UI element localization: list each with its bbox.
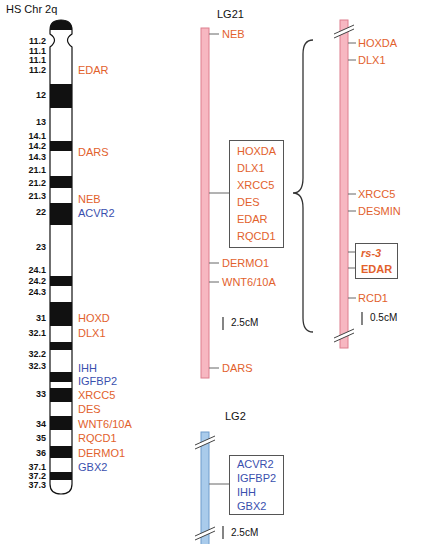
break-mark bbox=[334, 25, 354, 38]
gene-label: ACVR2 bbox=[237, 457, 276, 471]
band-number: 24.2 bbox=[28, 277, 46, 286]
break-mark bbox=[195, 440, 215, 449]
gene-label: IGFBP2 bbox=[78, 376, 117, 387]
gene-label: EDAR bbox=[237, 211, 276, 228]
gene-label: DLX1 bbox=[78, 328, 106, 339]
band-number: 21.1 bbox=[28, 166, 46, 175]
band-number: 14.2 bbox=[28, 142, 46, 151]
gene-label: DES bbox=[78, 404, 101, 415]
gene-label: WNT6/10A bbox=[78, 419, 132, 430]
break-mark bbox=[334, 329, 354, 342]
gene-label: WNT6/10A bbox=[222, 277, 276, 288]
scale-label: 2.5cM bbox=[231, 528, 258, 538]
break-mark bbox=[334, 25, 354, 34]
band-number: 36 bbox=[36, 449, 46, 458]
gene-label: ACVR2 bbox=[78, 208, 115, 219]
scale-bar bbox=[222, 526, 223, 539]
linkage-bar bbox=[201, 432, 209, 544]
band-number: 11.1 bbox=[29, 56, 46, 65]
linkage-group-label: LG21 bbox=[217, 9, 244, 20]
gene-label: NEB bbox=[78, 194, 101, 205]
break-mark bbox=[195, 527, 215, 540]
chromosome-bands bbox=[48, 18, 74, 498]
break-mark bbox=[334, 329, 354, 338]
band-number: 32.1 bbox=[28, 329, 46, 338]
break-mark bbox=[195, 531, 215, 540]
gene-group-box: rs-3EDAR bbox=[355, 243, 398, 279]
band-number: 37.2 bbox=[28, 472, 46, 481]
scale-label: 0.5cM bbox=[370, 313, 397, 323]
band-number: 11.1 bbox=[29, 47, 46, 56]
gene-label: DLX1 bbox=[237, 160, 276, 177]
band-number: 22 bbox=[36, 208, 46, 217]
break-mark bbox=[334, 29, 354, 38]
break-mark bbox=[195, 527, 215, 536]
band-number: 34 bbox=[36, 420, 46, 429]
linkage-bar bbox=[340, 20, 348, 348]
gene-label: HOXDA bbox=[358, 38, 397, 49]
gene-label: DARS bbox=[222, 363, 253, 374]
chromosome-outline bbox=[50, 20, 72, 494]
break-mark bbox=[334, 333, 354, 342]
linkage-group-label: LG2 bbox=[225, 411, 246, 422]
band-number: 11.2 bbox=[29, 37, 46, 46]
gene-label: EDAR bbox=[78, 65, 109, 76]
band-number: 37.1 bbox=[28, 463, 46, 472]
gene-label: XRCC5 bbox=[78, 390, 115, 401]
gene-label: IHH bbox=[78, 363, 97, 374]
band-number: 21.2 bbox=[28, 179, 46, 188]
band-number: 32.2 bbox=[28, 350, 46, 359]
gene-label: GBX2 bbox=[237, 499, 276, 513]
band-number: 24.1 bbox=[28, 266, 46, 275]
gene-group-box: HOXDADLX1XRCC5DESEDARRQCD1 bbox=[229, 140, 284, 248]
band-number: 21.3 bbox=[28, 192, 46, 201]
band-number: 35 bbox=[36, 434, 46, 443]
scale-label: 2.5cM bbox=[231, 318, 258, 328]
linkage-bar bbox=[201, 28, 209, 378]
gene-group-box: ACVR2IGFBP2IHHGBX2 bbox=[229, 455, 284, 515]
gene-label: HOXDA bbox=[237, 143, 276, 160]
band-number: 32.3 bbox=[28, 362, 46, 371]
tick-mark bbox=[209, 484, 229, 485]
break-mark bbox=[195, 436, 215, 445]
gene-label: IHH bbox=[237, 485, 276, 499]
gene-label: DES bbox=[237, 194, 276, 211]
scale-bar bbox=[222, 317, 223, 330]
gene-label: RCD1 bbox=[358, 293, 388, 304]
gene-label: DESMIN bbox=[358, 206, 401, 217]
band-number: 14.3 bbox=[28, 153, 46, 162]
band-number: 13 bbox=[36, 118, 46, 127]
gene-label: DARS bbox=[78, 147, 109, 158]
band-number: 11.2 bbox=[29, 66, 46, 75]
gene-label: XRCC5 bbox=[237, 177, 276, 194]
gene-label: rs-3 bbox=[361, 245, 392, 261]
band-number: 31 bbox=[36, 314, 46, 323]
bracket bbox=[293, 40, 313, 332]
band-number: 24.3 bbox=[28, 288, 46, 297]
figure-heading: HS Chr 2q bbox=[6, 4, 57, 15]
band-number: 14.1 bbox=[28, 132, 46, 141]
gene-label: DERMO1 bbox=[78, 448, 125, 459]
gene-label: GBX2 bbox=[78, 462, 107, 473]
gene-label: RQCD1 bbox=[78, 433, 117, 444]
band-number: 33 bbox=[36, 390, 46, 399]
break-mark bbox=[195, 436, 215, 449]
gene-label: IGFBP2 bbox=[237, 471, 276, 485]
gene-label: EDAR bbox=[361, 261, 392, 277]
band-number: 12 bbox=[36, 91, 46, 100]
band-number: 37.3 bbox=[28, 481, 46, 490]
band-number: 23 bbox=[36, 243, 46, 252]
gene-label: DLX1 bbox=[358, 55, 386, 66]
gene-label: HOXD bbox=[78, 313, 110, 324]
gene-label: XRCC5 bbox=[358, 189, 395, 200]
gene-label: NEB bbox=[222, 29, 245, 40]
scale-bar bbox=[361, 312, 362, 325]
gene-label: DERMO1 bbox=[222, 258, 269, 269]
gene-label: RQCD1 bbox=[237, 228, 276, 245]
tick-marks bbox=[209, 34, 229, 368]
